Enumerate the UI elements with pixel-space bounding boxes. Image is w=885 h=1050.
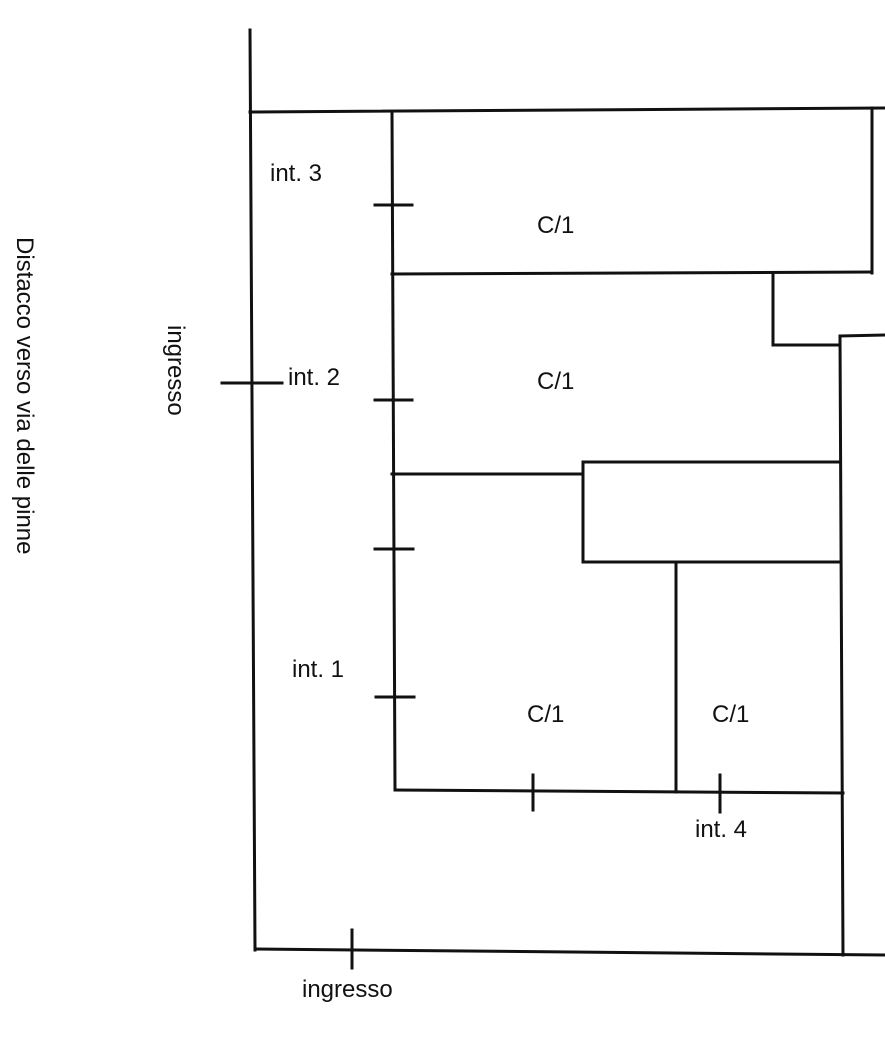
wall-int3-bottom <box>390 270 874 276</box>
outer-wall-bottom <box>253 947 885 957</box>
outer-wall-left <box>248 28 257 952</box>
entrance-label-left: ingresso <box>162 325 189 416</box>
walls <box>248 28 885 957</box>
unit-label-int2: int. 2 <box>288 364 340 391</box>
wall-units-bottom <box>393 788 845 795</box>
unit-label-int4: int. 4 <box>695 816 747 843</box>
door-ticks <box>220 203 722 970</box>
unit-category-int3: C/1 <box>537 212 574 239</box>
unit-label-int1: int. 1 <box>292 656 344 683</box>
wall-right-top <box>838 333 885 338</box>
entrance-label-bottom: ingresso <box>302 976 393 1003</box>
inner-wall-corridor <box>390 110 397 792</box>
unit-category-int4: C/1 <box>712 701 749 728</box>
side-street-label: Distacco verso via delle pinne <box>11 237 38 555</box>
unit-category-int1: C/1 <box>527 701 564 728</box>
outer-wall-top <box>248 106 885 114</box>
unit-label-int3: int. 3 <box>270 160 322 187</box>
wall-right-inner <box>838 334 845 957</box>
labels: int. 3 C/1 int. 2 C/1 int. 1 C/1 C/1 int… <box>11 160 749 1003</box>
unit-category-int2: C/1 <box>537 368 574 395</box>
